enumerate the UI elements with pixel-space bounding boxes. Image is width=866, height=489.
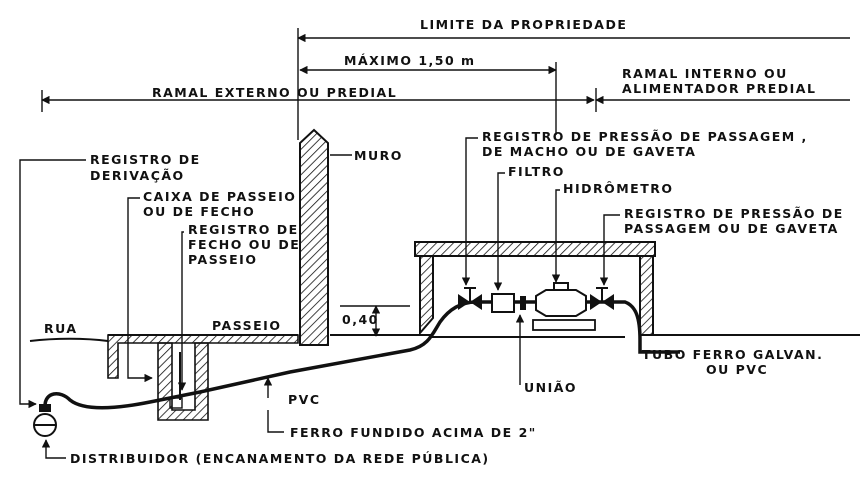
label-caixa-passeio-1: CAIXA DE PASSEIO: [143, 189, 296, 204]
label-registro-pressao-2: DE MACHO OU DE GAVETA: [482, 144, 696, 159]
label-ferro-fundido: FERRO FUNDIDO ACIMA DE 2": [290, 425, 537, 440]
label-tubo-ferro-2: OU PVC: [706, 362, 768, 377]
label-muro: MURO: [354, 148, 403, 163]
meter-shelter: [414, 241, 656, 336]
dimension-ramal-interno: [595, 88, 850, 112]
curb-box: [157, 342, 209, 421]
label-registro-derivacao-1: REGISTRO DE: [90, 152, 201, 167]
label-hidrometro: HIDRÔMETRO: [563, 181, 674, 196]
label-uniao: UNIÃO: [524, 380, 577, 395]
sidewalk: [107, 334, 299, 379]
label-registro-fecho-1: REGISTRO DE: [188, 222, 299, 237]
label-registro-fecho-2: FECHO OU DE: [188, 237, 300, 252]
label-limite-propriedade: LIMITE DA PROPRIEDADE: [420, 17, 627, 32]
label-passeio: PASSEIO: [212, 318, 281, 333]
ground-line: [330, 334, 860, 338]
label-caixa-passeio-2: OU DE FECHO: [143, 204, 255, 219]
label-registro-pressao-b-1: REGISTRO DE PRESSÃO DE: [624, 206, 844, 221]
label-registro-pressao-b-2: PASSAGEM OU DE GAVETA: [624, 221, 839, 236]
label-filtro: FILTRO: [508, 164, 565, 179]
label-ramal-interno-1: RAMAL INTERNO OU: [622, 66, 788, 81]
valve-icon: [458, 287, 482, 310]
label-altura: 0,40: [342, 312, 379, 327]
label-registro-pressao-1: REGISTRO DE PRESSÃO DE PASSAGEM ,: [482, 129, 808, 144]
label-pvc: PVC: [288, 392, 321, 407]
distributor-main: [33, 404, 57, 437]
label-rua: RUA: [44, 321, 78, 336]
street-surface: [29, 337, 109, 342]
dimension-limite-propriedade: [297, 28, 850, 140]
valve-icon: [590, 287, 614, 310]
leader-lines: [19, 137, 620, 459]
label-maximo: MÁXIMO 1,50 m: [344, 53, 476, 68]
labels: LIMITE DA PROPRIEDADE MÁXIMO 1,50 m RAMA…: [44, 17, 844, 466]
label-tubo-ferro-1: TUBO FERRO GALVAN.: [642, 347, 823, 362]
label-distribuidor: DISTRIBUIDOR (ENCANAMENTO DA REDE PÚBLIC…: [70, 451, 490, 466]
label-registro-fecho-3: PASSEIO: [188, 252, 257, 267]
label-registro-derivacao-2: DERIVAÇÃO: [90, 168, 185, 183]
filter-icon: [491, 293, 515, 313]
union-icon: [520, 296, 526, 310]
dimension-ramal-externo: [41, 90, 595, 112]
label-ramal-externo: RAMAL EXTERNO OU PREDIAL: [152, 85, 397, 100]
label-ramal-interno-2: ALIMENTADOR PREDIAL: [622, 81, 816, 96]
water-meter-icon: [535, 282, 587, 317]
wall-muro: [299, 128, 329, 346]
